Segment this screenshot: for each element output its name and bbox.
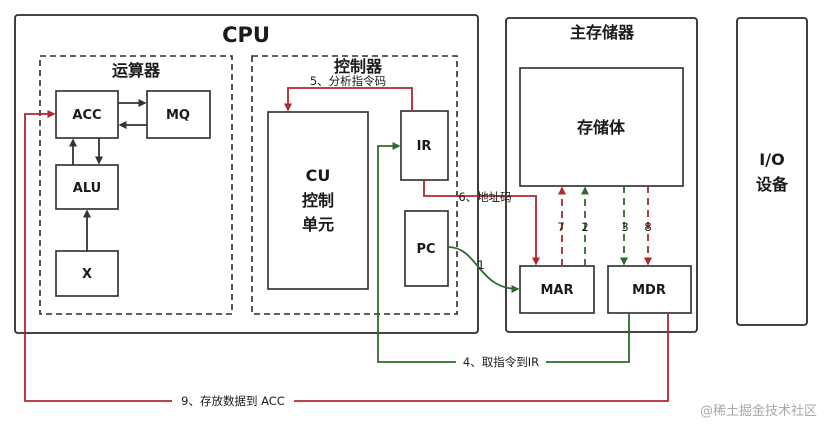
arrow-step4-mdr-to-ir	[377, 142, 630, 363]
io-box	[736, 17, 808, 326]
x-box	[55, 250, 119, 297]
control-group-title: 控制器	[334, 57, 383, 76]
label-step3: 3	[621, 220, 628, 234]
watermark-text: @稀土掘金技术社区	[700, 403, 817, 419]
mdr-box	[607, 265, 692, 314]
x-label: X	[82, 267, 92, 282]
acc-label: ACC	[72, 108, 101, 123]
label-step7: 7	[557, 220, 564, 234]
label-step9-bg	[172, 394, 294, 408]
cu-box	[267, 111, 369, 290]
arrow-step1-pc-to-mar	[447, 246, 520, 293]
io-label-line2: 设备	[756, 175, 789, 194]
cu-label-line3: 单元	[302, 215, 334, 234]
alu-box	[55, 164, 119, 210]
label-step1: 1	[477, 258, 484, 272]
cpu-title: CPU	[222, 23, 270, 47]
label-step8: 8	[644, 220, 651, 234]
alu-label: ALU	[73, 181, 101, 196]
mar-box	[519, 265, 595, 314]
cu-label-line2: 控制	[302, 191, 334, 210]
control-group-box	[251, 55, 458, 315]
ir-label: IR	[417, 139, 432, 154]
arrow-step6-ir-to-mar	[423, 180, 540, 266]
pc-box	[404, 210, 449, 287]
label-step9: 9、存放数据到 ACC	[181, 394, 285, 408]
label-step6: 6、地址码	[458, 190, 511, 204]
storage-body-box	[519, 67, 684, 187]
pc-label: PC	[416, 242, 435, 257]
mar-label: MAR	[540, 283, 573, 298]
storage-body-label: 存储体	[577, 118, 626, 137]
acc-box	[55, 90, 119, 139]
mq-label: MQ	[166, 108, 190, 123]
arrow-step9-mdr-to-acc	[24, 110, 669, 402]
label-step4-bg	[456, 355, 546, 369]
mq-box	[146, 90, 211, 139]
label-step5: 5、分析指令码	[310, 74, 386, 88]
mdr-label: MDR	[632, 283, 666, 298]
arrow-step5-ir-to-cu	[284, 87, 413, 112]
label-step2: 2	[581, 220, 588, 234]
io-label-line1: I/O	[759, 150, 784, 169]
alu-group-box	[39, 55, 233, 315]
cu-label-line1: CU	[306, 166, 331, 185]
label-step4: 4、取指令到IR	[463, 355, 539, 369]
memory-title: 主存储器	[570, 23, 635, 42]
alu-group-title: 运算器	[112, 61, 161, 80]
